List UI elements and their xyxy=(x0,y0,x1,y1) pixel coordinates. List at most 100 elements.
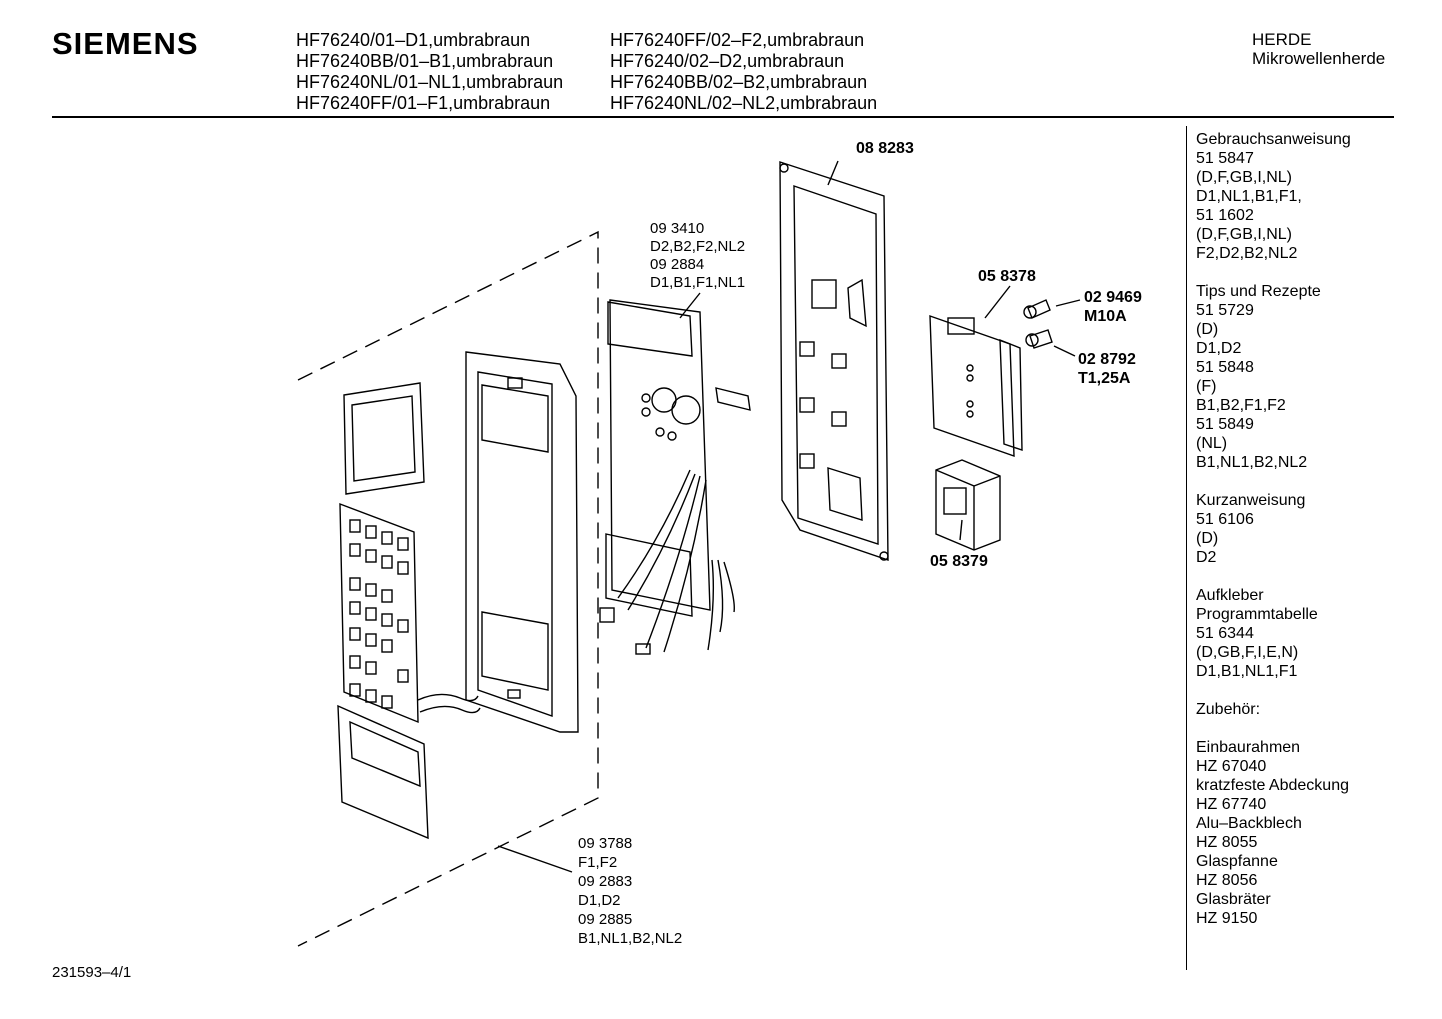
category-title: HERDE xyxy=(1252,30,1312,49)
sidebar-line: kratzfeste Abdeckung xyxy=(1196,777,1349,794)
drawing-number: 231593–4/1 xyxy=(52,964,132,981)
leader-line xyxy=(1055,299,1081,307)
leader-line xyxy=(984,285,1011,319)
sidebar-line: (D) xyxy=(1196,530,1219,547)
part-number: 09 2885 xyxy=(578,911,633,928)
chassis-bracket-part xyxy=(779,161,889,561)
sidebar-line: 51 1602 xyxy=(1196,207,1254,224)
sidebar-line: D2 xyxy=(1196,549,1217,566)
buzzer-component xyxy=(671,395,701,425)
sidebar-line: D1,D2 xyxy=(1196,340,1242,357)
model-item: HF76240/01–D1,umbrabraun xyxy=(296,30,531,50)
sidebar-line: Tips und Rezepte xyxy=(1196,283,1321,300)
sidebar-line: F2,D2,B2,NL2 xyxy=(1196,245,1298,262)
sidebar-line: HZ 9150 xyxy=(1196,910,1258,927)
model-list-left: HF76240/01–D1,umbrabraun HF76240BB/01–B1… xyxy=(296,30,563,114)
display-window-part xyxy=(343,382,425,495)
keypad-keys xyxy=(349,519,409,709)
variant-codes: B1,NL1,B2,NL2 xyxy=(578,930,683,947)
part-number: 09 3788 xyxy=(578,835,633,852)
part-label-058378: 05 8378 xyxy=(978,268,1036,285)
assembly-dashed-frame xyxy=(297,230,599,947)
sidebar-line: 51 5848 xyxy=(1196,359,1254,376)
connector-strip xyxy=(605,533,693,617)
part-label-093788: 09 3788 F1,F2 09 2883 D1,D2 09 2885 B1,N… xyxy=(578,834,682,948)
leader-line xyxy=(827,160,839,186)
model-item: HF76240BB/01–B1,umbrabraun xyxy=(296,51,554,71)
sidebar-line: (D,F,GB,I,NL) xyxy=(1196,226,1293,243)
sidebar-line: Einbaurahmen xyxy=(1196,739,1301,756)
front-frame-part xyxy=(465,351,579,733)
sidebar-line: 51 6344 xyxy=(1196,625,1254,642)
sidebar-line: (NL) xyxy=(1196,435,1228,452)
variant-codes: D1,D2 xyxy=(578,892,621,909)
model-item: HF76240FF/02–F2,umbrabraun xyxy=(610,30,865,50)
sidebar-line: Zubehör: xyxy=(1196,701,1261,718)
sidebar-block-aufkleber: Aufkleber Programmtabelle 51 6344 (D,GB,… xyxy=(1196,586,1351,681)
lower-cover-part xyxy=(337,704,429,840)
sidebar-line: Kurzanweisung xyxy=(1196,492,1306,509)
sidebar-line: (D,GB,F,I,E,N) xyxy=(1196,644,1299,661)
sidebar-block-gebrauchsanweisung: Gebrauchsanweisung 51 5847 (D,F,GB,I,NL)… xyxy=(1196,130,1351,263)
sidebar-block-accessories: Einbaurahmen HZ 67040 kratzfeste Abdecku… xyxy=(1196,738,1351,928)
documentation-sidebar: Gebrauchsanweisung 51 5847 (D,F,GB,I,NL)… xyxy=(1196,130,1351,947)
fuse-m10a xyxy=(1023,299,1051,319)
sidebar-line: B1,NL1,B2,NL2 xyxy=(1196,454,1308,471)
brand-logo: SIEMENS xyxy=(52,26,199,61)
part-number: 09 3410 xyxy=(650,220,705,237)
keypad-membrane-part xyxy=(339,502,419,724)
sidebar-line: Gebrauchsanweisung xyxy=(1196,131,1351,148)
sidebar-line: 51 6106 xyxy=(1196,511,1254,528)
sidebar-block-zubehoer: Zubehör: xyxy=(1196,700,1351,719)
category-subtitle: Mikrowellenherde xyxy=(1252,49,1386,68)
leader-line xyxy=(1053,345,1076,357)
sidebar-line: D1,NL1,B1,F1, xyxy=(1196,188,1302,205)
part-number: 02 9469 xyxy=(1084,289,1142,306)
transformer-part xyxy=(935,459,1001,551)
category-block: HERDE Mikrowellenherde xyxy=(1252,30,1385,68)
sidebar-block-tips: Tips und Rezepte 51 5729 (D) D1,D2 51 58… xyxy=(1196,282,1351,472)
model-item: HF76240NL/02–NL2,umbrabraun xyxy=(610,93,878,113)
leader-line xyxy=(497,845,573,873)
sidebar-line: (F) xyxy=(1196,378,1217,395)
part-number: 02 8792 xyxy=(1078,351,1136,368)
sidebar-line: 51 5849 xyxy=(1196,416,1254,433)
relay-pcb-part xyxy=(929,315,1015,457)
wire-harness xyxy=(617,469,691,599)
leader-line xyxy=(959,519,963,541)
sidebar-line: D1,B1,NL1,F1 xyxy=(1196,663,1298,680)
part-label-093410: 09 3410 D2,B2,F2,NL2 09 2884 D1,B1,F1,NL… xyxy=(650,220,745,292)
header-divider xyxy=(52,116,1394,118)
sidebar-line: Aufkleber xyxy=(1196,587,1264,604)
part-number: 09 2883 xyxy=(578,873,633,890)
model-item: HF76240BB/02–B2,umbrabraun xyxy=(610,72,868,92)
model-item: HF76240FF/01–F1,umbrabraun xyxy=(296,93,551,113)
ribbon-cable xyxy=(417,693,479,702)
sidebar-line: B1,B2,F1,F2 xyxy=(1196,397,1286,414)
leader-line xyxy=(679,292,701,319)
fuse-rating: M10A xyxy=(1084,308,1127,325)
sidebar-line: Glasbräter xyxy=(1196,891,1271,908)
sidebar-line: 51 5847 xyxy=(1196,150,1254,167)
display-module xyxy=(607,301,693,357)
sidebar-line: Programmtabelle xyxy=(1196,606,1318,623)
sidebar-line: HZ 8055 xyxy=(1196,834,1258,851)
sidebar-line: Alu–Backblech xyxy=(1196,815,1302,832)
part-label-028792: 02 8792 T1,25A xyxy=(1078,350,1136,388)
sidebar-line: (D,F,GB,I,NL) xyxy=(1196,169,1293,186)
part-label-058379: 05 8379 xyxy=(930,553,988,570)
variant-codes: D2,B2,F2,NL2 xyxy=(650,238,746,255)
sidebar-line: HZ 8056 xyxy=(1196,872,1258,889)
sidebar-line: HZ 67040 xyxy=(1196,758,1267,775)
sidebar-divider xyxy=(1186,126,1187,970)
sidebar-line: 51 5729 xyxy=(1196,302,1254,319)
model-item: HF76240/02–D2,umbrabraun xyxy=(610,51,845,71)
sidebar-line: HZ 67740 xyxy=(1196,796,1267,813)
model-item: HF76240NL/01–NL1,umbrabraun xyxy=(296,72,564,92)
model-list-right: HF76240FF/02–F2,umbrabraun HF76240/02–D2… xyxy=(610,30,877,114)
variant-codes: D1,B1,F1,NL1 xyxy=(650,274,746,291)
fuse-t125a xyxy=(1025,329,1053,349)
sidebar-line: (D) xyxy=(1196,321,1219,338)
control-pcb-part xyxy=(609,299,711,611)
part-label-029469: 02 9469 M10A xyxy=(1084,288,1142,326)
